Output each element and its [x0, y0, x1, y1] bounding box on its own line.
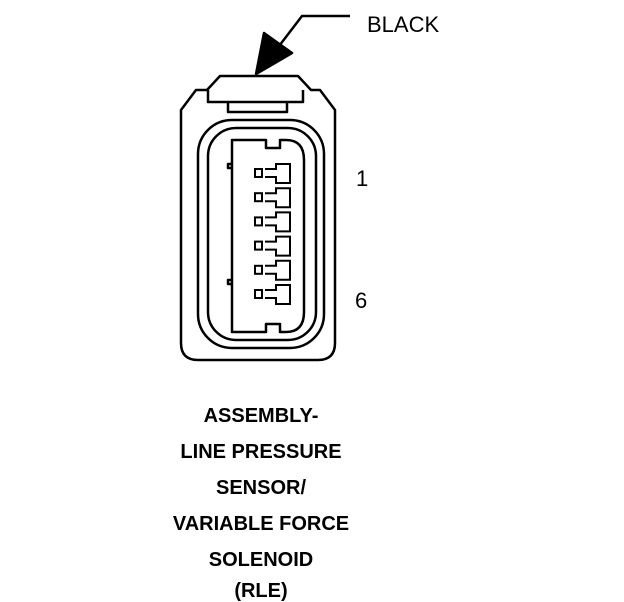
- connector-housing: [179, 74, 337, 362]
- terminal-cavity: [230, 138, 306, 334]
- pin-terminal: [254, 163, 291, 184]
- polarizing-key-lower: [226, 278, 232, 286]
- pin-contact: [254, 192, 263, 203]
- polarizing-key-upper: [226, 162, 232, 170]
- pin-terminal: [254, 235, 291, 257]
- caption-line: ASSEMBLY-: [203, 405, 319, 427]
- pin-contact: [254, 264, 263, 275]
- pin-contact: [254, 240, 263, 251]
- connector-latch: [206, 90, 305, 104]
- pin-terminal: [254, 211, 291, 233]
- pin-contact: [254, 289, 263, 299]
- pin-terminal: [254, 259, 291, 281]
- seal-ring-inner: [206, 126, 318, 342]
- caption-line: SOLENOID: [208, 549, 314, 571]
- caption-line: VARIABLE FORCE: [172, 513, 350, 535]
- caption-line: LINE PRESSURE: [180, 441, 342, 463]
- leader-arrowhead: [254, 31, 294, 76]
- pin-housing: [265, 235, 291, 257]
- pin-housing: [265, 211, 291, 233]
- pin-housing: [265, 187, 291, 209]
- pin-contact: [254, 168, 263, 178]
- pin-housing: [265, 163, 291, 184]
- latch-tab: [226, 102, 289, 114]
- pin-housing: [265, 284, 291, 305]
- pin-number-last: 6: [355, 288, 368, 313]
- pin-contact: [254, 216, 263, 227]
- wire-color-label: BLACK: [367, 12, 440, 37]
- pin-terminal: [254, 284, 291, 305]
- pin-number-first: 1: [356, 166, 369, 191]
- connector-code: (RLE): [234, 580, 288, 602]
- pin-housing: [265, 259, 291, 281]
- color-leader-line: [275, 14, 350, 51]
- seal-ring-outer: [196, 118, 326, 350]
- caption-line: SENSOR/: [215, 477, 307, 499]
- pin-terminal: [254, 187, 291, 209]
- connector-caption: ASSEMBLY- LINE PRESSURE SENSOR/VARIABLE FO…: [130, 398, 392, 578]
